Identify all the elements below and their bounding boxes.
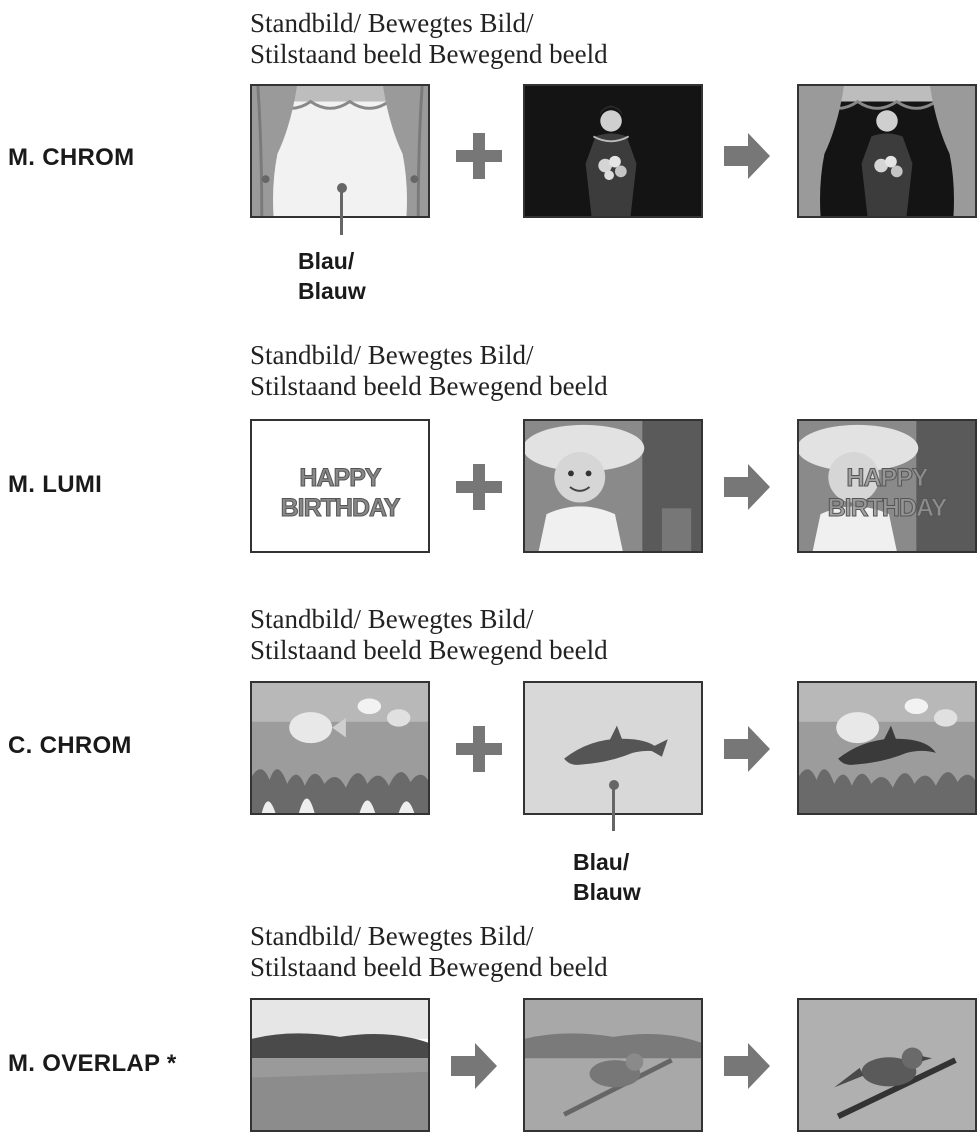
result-image-girl-birthday: HAPPY BIRTHDAY — [797, 419, 977, 553]
caption-line1: Standbild/ Bewegtes Bild/ — [250, 340, 534, 370]
pointer-line2: Blauw — [298, 278, 366, 304]
lumi-text-line1: HAPPY — [846, 464, 929, 493]
plus-icon — [456, 133, 502, 179]
pointer-dot — [337, 183, 347, 193]
still-image-aquarium — [250, 681, 430, 815]
arrow-right-icon — [724, 133, 770, 179]
blue-pointer-label: Blau/ Blauw — [298, 246, 366, 306]
moving-image-woman — [523, 84, 703, 218]
caption: Standbild/ Bewegtes Bild/ Stilstaand bee… — [250, 340, 608, 402]
pointer-dot — [609, 780, 619, 790]
caption-line2: Stilstaand beeld Bewegend beeld — [250, 952, 608, 982]
blue-pointer-label: Blau/ Blauw — [573, 847, 641, 907]
plus-icon — [456, 464, 502, 510]
moving-image-dolphin — [523, 681, 703, 815]
caption-line1: Standbild/ Bewegtes Bild/ — [250, 604, 534, 634]
lumi-text-line2: BIRTHDAY — [280, 494, 401, 523]
caption-line2: Stilstaand beeld Bewegend beeld — [250, 371, 608, 401]
pointer-line — [340, 190, 343, 235]
caption-line2: Stilstaand beeld Bewegend beeld — [250, 39, 608, 69]
arrow-right-icon — [451, 1043, 497, 1089]
still-image-happy-birthday: HAPPY BIRTHDAY — [250, 419, 430, 553]
still-image-landscape — [250, 998, 430, 1132]
arrow-right-icon — [724, 464, 770, 510]
caption-line2: Stilstaand beeld Bewegend beeld — [250, 635, 608, 665]
caption-line1: Standbild/ Bewegtes Bild/ — [250, 8, 534, 38]
lumi-text-line2: BIRTHDAY — [827, 494, 948, 523]
pointer-line1: Blau/ — [298, 248, 355, 274]
mode-label: M. LUMI — [8, 471, 103, 498]
result-image-aquarium-dolphin — [797, 681, 977, 815]
pointer-line — [612, 787, 615, 831]
arrow-right-icon — [724, 1043, 770, 1089]
result-image-bird — [797, 998, 977, 1132]
plus-icon — [456, 726, 502, 772]
mode-label: C. CHROM — [8, 732, 132, 759]
caption-line1: Standbild/ Bewegtes Bild/ — [250, 921, 534, 951]
mode-label: M. CHROM — [8, 144, 135, 171]
transition-image-landscape-bird — [523, 998, 703, 1132]
mode-label: M. OVERLAP * — [8, 1050, 177, 1077]
caption: Standbild/ Bewegtes Bild/ Stilstaand bee… — [250, 604, 608, 666]
still-image-curtain — [250, 84, 430, 218]
lumi-text-line1: HAPPY — [299, 464, 382, 493]
pointer-line2: Blauw — [573, 879, 641, 905]
caption: Standbild/ Bewegtes Bild/ Stilstaand bee… — [250, 8, 608, 70]
arrow-right-icon — [724, 726, 770, 772]
moving-image-girl — [523, 419, 703, 553]
pointer-line1: Blau/ — [573, 849, 630, 875]
result-image-curtain-woman — [797, 84, 977, 218]
caption: Standbild/ Bewegtes Bild/ Stilstaand bee… — [250, 921, 608, 983]
